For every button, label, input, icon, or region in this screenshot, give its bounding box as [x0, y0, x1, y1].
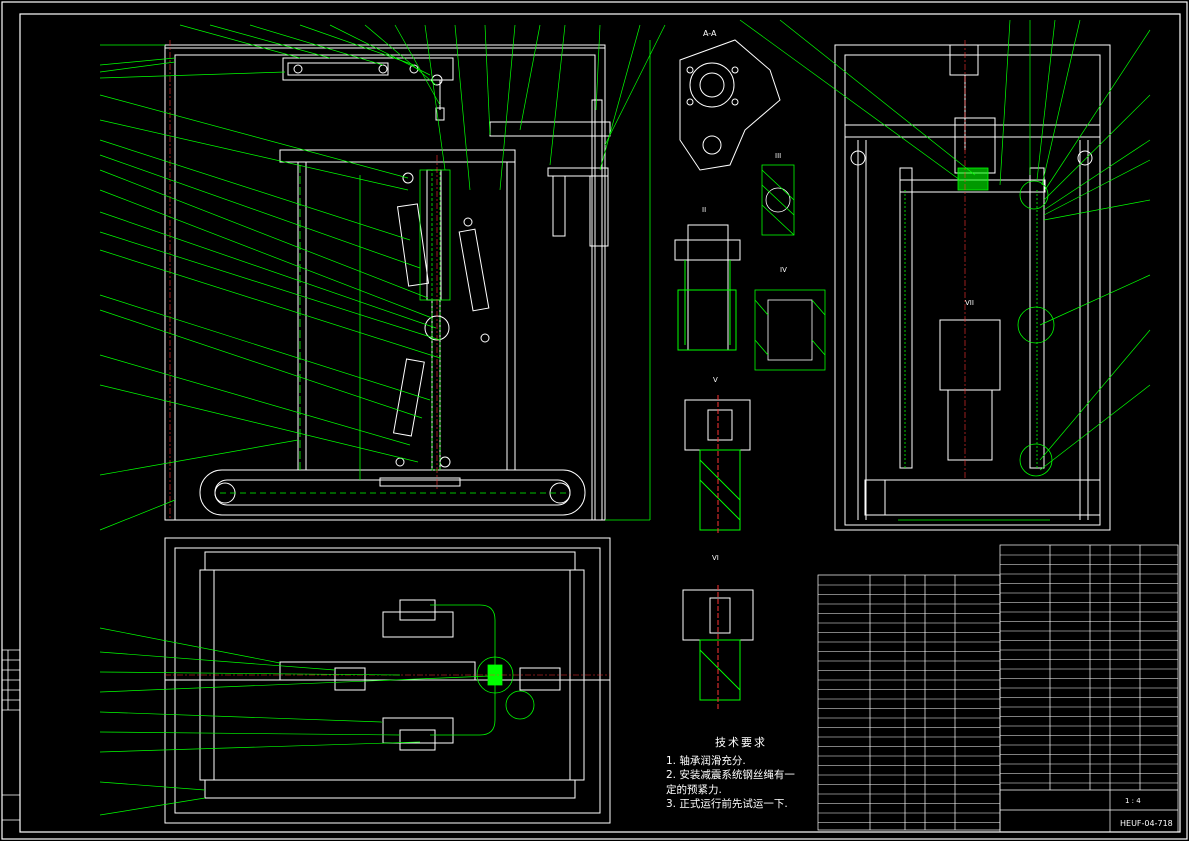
technical-requirements: 技术要求 1. 轴承润滑充分. 2. 安装减震系统钢丝绳有一 定的预紧力. 3.… [666, 736, 816, 812]
label-detail-iii: III [775, 152, 781, 160]
label-section-a: A-A [703, 29, 717, 38]
parts-list [817, 544, 1179, 833]
tech-requirement-3: 定的预紧力. [666, 783, 722, 796]
front-view-details [100, 40, 651, 521]
side-view-details [898, 167, 1055, 521]
label-detail-ii: II [702, 206, 706, 214]
inner-frame [19, 13, 1181, 833]
label-detail-v: V [713, 376, 718, 384]
title-block-scale: 1 : 4 [1125, 797, 1141, 805]
side-view [834, 44, 1111, 531]
detail-a-a [679, 39, 781, 171]
title-block-drawing-number: HEUF-04-718 [1120, 819, 1173, 828]
front-view [164, 44, 611, 521]
label-detail-vi: VI [712, 554, 719, 562]
label-detail-iv: IV [780, 266, 787, 274]
label-detail-vii: VII [965, 299, 974, 307]
detail-ii [674, 224, 741, 351]
parts-list-rows [818, 554, 1178, 823]
tech-requirement-1: 1. 轴承润滑充分. [666, 754, 746, 767]
binding-strip [2, 649, 20, 821]
plan-view-leaders [99, 627, 491, 816]
plan-view [164, 537, 611, 824]
tech-requirement-4: 3. 正式运行前先试运一下. [666, 798, 788, 810]
tech-requirement-2: 2. 安装减震系统钢丝绳有一 [666, 769, 795, 781]
tech-requirements-title: 技术要求 [715, 736, 767, 749]
front-view-leaders [99, 24, 666, 531]
front-view-centerlines [169, 40, 438, 520]
side-view-leaders [739, 19, 1151, 471]
plan-view-details [430, 604, 535, 736]
detail-iii [761, 164, 795, 236]
detail-vi [682, 585, 754, 710]
detail-iv [754, 289, 826, 371]
detail-v [684, 395, 751, 535]
